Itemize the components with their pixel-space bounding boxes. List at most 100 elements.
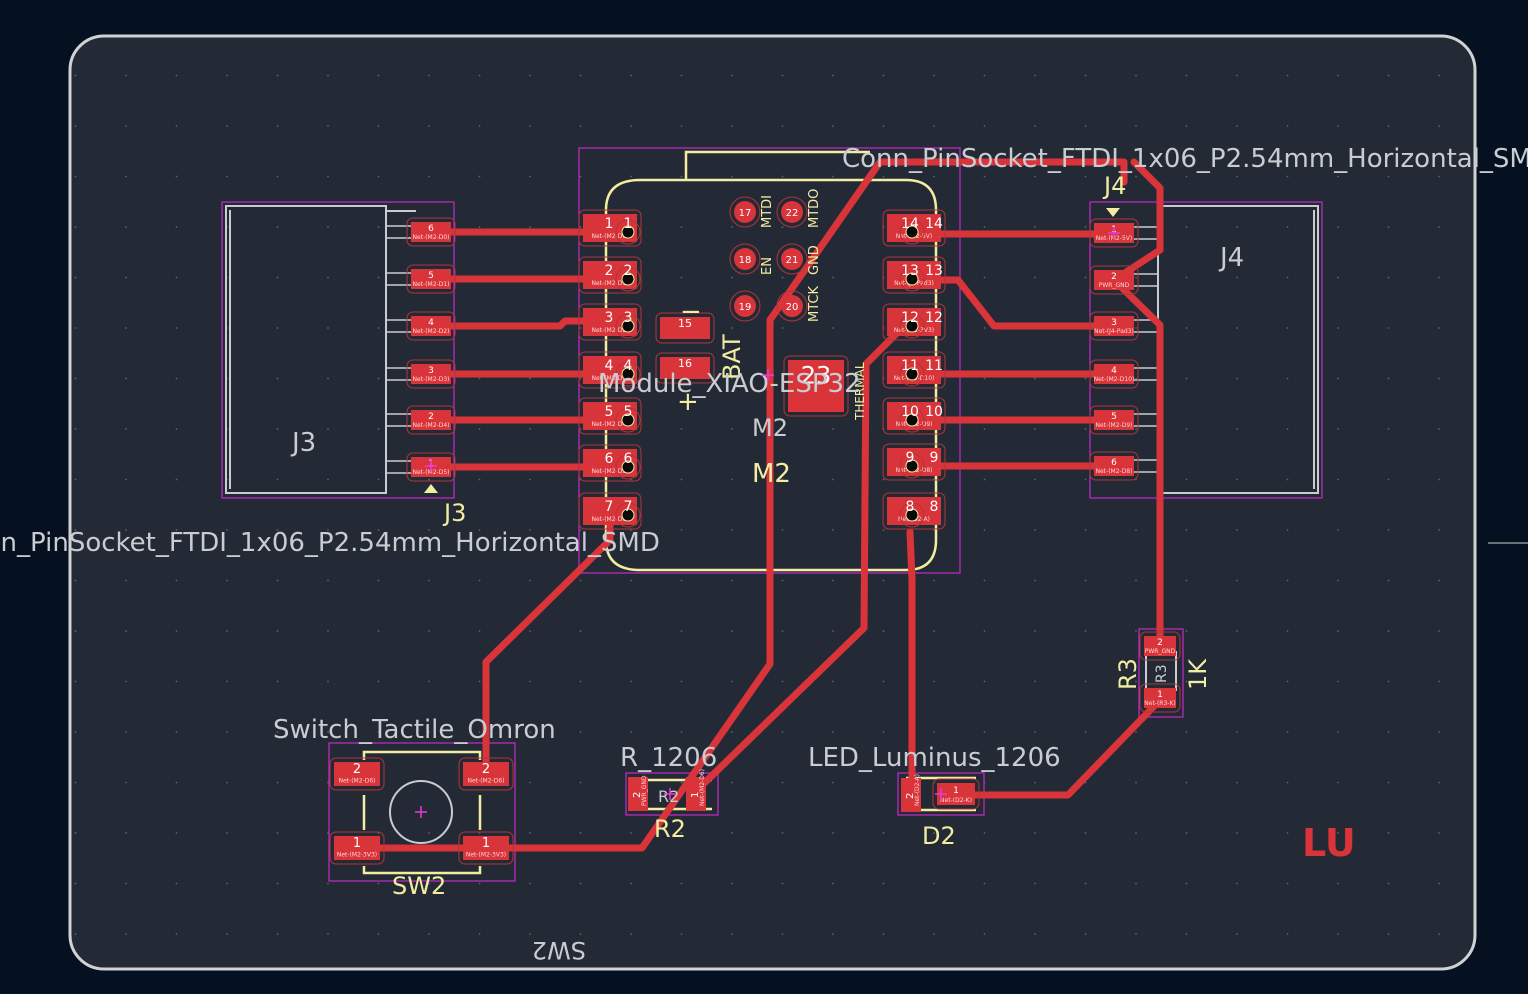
pad-net: Net-(M2-D0): [413, 234, 450, 241]
pad-number-dup: 12: [925, 310, 943, 326]
m2-minus-label: −: [680, 297, 702, 327]
pad-net: Net-(M2-D0): [592, 233, 629, 240]
pad-net: Net-(M2-D1): [592, 280, 629, 287]
pad-number: 2: [632, 792, 643, 798]
pad-number-dup: 6: [624, 451, 633, 467]
board-logo: LU: [1302, 821, 1356, 865]
m2-value: Module_XIAO-ESP32: [598, 369, 861, 399]
pad-number: 16: [678, 357, 692, 370]
pad-net: Net-(M2-D2): [592, 327, 629, 334]
pad-net: Net-(M2-D5): [413, 469, 450, 476]
pad-number: 1: [605, 216, 614, 232]
pad-number: 1: [953, 786, 959, 796]
pad-net: Net-(M2-D3): [592, 375, 629, 382]
pad-number-dup: 4: [624, 358, 633, 374]
j3-pin-stubs: [386, 225, 412, 474]
pad-number: 1: [353, 836, 361, 851]
pad-net: Net-(M2-D1): [413, 281, 450, 288]
j4-value: Conn_PinSocket_FTDI_1x06_P2.54mm_Horizon…: [842, 144, 1528, 174]
pad-net: Net-(J4-Pad3): [1094, 328, 1134, 335]
pad-number: 3: [1111, 318, 1117, 328]
track-d2k: [954, 696, 1164, 799]
pad-number: 2: [353, 762, 361, 777]
m2-bat-pad-16[interactable]: 16: [655, 352, 715, 384]
m2-pad-9[interactable]: Net-(M2-D8)99: [882, 443, 946, 481]
pad-number: 5: [605, 404, 614, 420]
pad-number: 20: [786, 302, 799, 313]
pad-net: PWR_GND: [1145, 648, 1176, 655]
pad-number-dup: 13: [925, 263, 943, 279]
pad-net: Net-(D2-A): [914, 774, 921, 806]
pad-net: Net-(M2-D6): [468, 778, 505, 785]
pad-number-dup: 5: [624, 404, 633, 420]
origin-marks: [415, 227, 1120, 818]
pad-number: 22: [786, 208, 799, 219]
pad-net: Net-(M2-D9): [1096, 422, 1133, 429]
pad-number: 5: [1111, 412, 1117, 422]
track-3v3: [353, 158, 1128, 852]
jtag-label: MTDI: [760, 195, 775, 228]
d2-reference: D2: [922, 822, 956, 850]
pad-number-dup: 7: [624, 499, 633, 515]
pad-number-dup: 9: [930, 450, 939, 466]
m2-bat-pad-15[interactable]: 15: [655, 312, 715, 344]
pad-number: 12: [901, 310, 919, 326]
track-d6-sw: [482, 511, 614, 780]
pad-number: 1: [690, 792, 701, 798]
pad-net: Net-(M2-D10): [1094, 376, 1135, 383]
pad-number-dup: 11: [925, 358, 943, 374]
m2-fab-ref: M2: [752, 414, 788, 442]
m2-jtag-pad-17[interactable]: 17 MTDI: [729, 195, 775, 228]
pad-number: 19: [739, 302, 752, 313]
m2-jtag-pad-19[interactable]: 19: [729, 290, 761, 322]
pad-number: 10: [901, 404, 919, 420]
pad-number: 17: [739, 208, 752, 219]
pad-number-dup: 8: [930, 499, 939, 515]
m2-pad-8[interactable]: Net-(D2-A)88: [882, 492, 946, 530]
r3-value: 1K: [1184, 658, 1212, 690]
pad-number: 4: [428, 318, 434, 328]
pad-number: 2: [428, 412, 434, 422]
pad-number: 6: [428, 224, 434, 234]
j4-fab-ref: J4: [1218, 243, 1244, 273]
